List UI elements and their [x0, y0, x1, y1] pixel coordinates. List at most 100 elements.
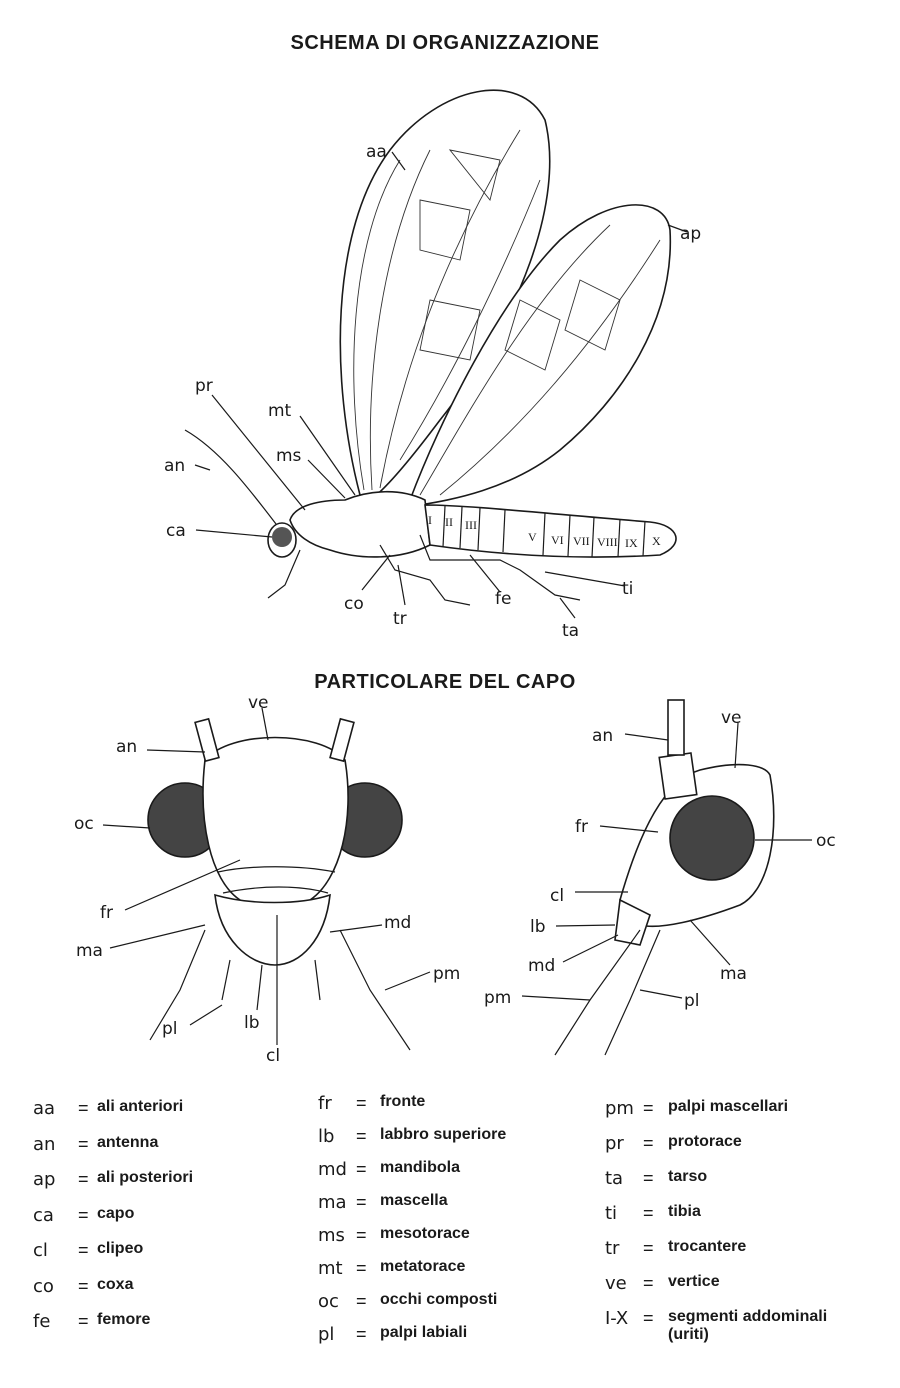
- label-co: co: [344, 594, 364, 614]
- legend-code: ap: [33, 1169, 56, 1190]
- legend-description: mandibola: [380, 1159, 461, 1176]
- legend-equals: =: [356, 1324, 367, 1344]
- insect-illustration: I II III V VI VII VIII IX X: [184, 89, 677, 606]
- legend-description: protorace: [668, 1133, 742, 1150]
- legend-equals: =: [78, 1204, 89, 1225]
- legend-equals: =: [643, 1168, 654, 1188]
- legend-equals: =: [643, 1238, 654, 1258]
- legend-description: palpi mascellari: [668, 1098, 789, 1115]
- legend-code: mt: [318, 1258, 343, 1279]
- legend-code: aa: [33, 1098, 56, 1119]
- legend-equals: =: [643, 1133, 654, 1153]
- compound-eye: [272, 527, 292, 547]
- legend-description: metatorace: [380, 1258, 466, 1275]
- legend-equals: =: [356, 1159, 367, 1179]
- front-label-an: an: [116, 737, 137, 757]
- legend-equals: =: [78, 1275, 89, 1296]
- legend-equals: =: [643, 1098, 654, 1118]
- legend-description: trocantere: [668, 1238, 747, 1255]
- side-label-an: an: [592, 726, 613, 746]
- segment-label: VI: [551, 533, 564, 547]
- label-mt: mt: [268, 401, 292, 421]
- label-tr: tr: [393, 609, 407, 629]
- side-label-fr: fr: [575, 817, 588, 837]
- legend-code: fe: [33, 1311, 51, 1332]
- front-label-pl: pl: [162, 1019, 178, 1039]
- label-ta: ta: [562, 621, 579, 641]
- front-label-ve: ve: [248, 693, 269, 713]
- legend-description: antenna: [97, 1133, 159, 1151]
- hind-wing: [408, 204, 672, 506]
- legend-code: tr: [605, 1238, 620, 1259]
- front-label-ma: ma: [76, 941, 103, 961]
- legend-equals: =: [78, 1311, 89, 1331]
- legend-code: ta: [605, 1168, 624, 1189]
- legend-equals: =: [78, 1240, 89, 1260]
- label-ca: ca: [166, 521, 186, 541]
- side-label-oc: oc: [816, 831, 836, 851]
- legend-description: mesotorace: [380, 1225, 470, 1242]
- legend-code: ma: [318, 1192, 347, 1213]
- thorax: [289, 490, 431, 558]
- legend-description: palpi labiali: [380, 1324, 468, 1341]
- abdomen: [424, 504, 677, 558]
- legend-description: labbro superiore: [380, 1126, 507, 1143]
- legend-equals: =: [356, 1093, 367, 1113]
- label-aa: aa: [366, 142, 387, 162]
- head-front-illustration: [102, 707, 431, 1051]
- segment-label: VII: [573, 534, 590, 548]
- side-label-pm: pm: [484, 988, 511, 1008]
- side-label-md: md: [528, 956, 555, 976]
- legend-code: md: [318, 1159, 347, 1180]
- segment-label: IX: [625, 536, 638, 550]
- segment-label: V: [528, 530, 537, 544]
- label-ti: ti: [622, 579, 633, 599]
- legend-code: cl: [33, 1240, 48, 1261]
- front-label-md: md: [384, 913, 411, 933]
- side-label-pl: pl: [684, 991, 700, 1011]
- legend-equals: =: [356, 1126, 367, 1146]
- label-pr: pr: [195, 376, 213, 396]
- legend-equals: =: [78, 1098, 89, 1118]
- legend-description-continued: (uriti): [668, 1326, 709, 1343]
- leader-lines: [194, 151, 688, 619]
- legend-equals: =: [643, 1308, 654, 1328]
- legend-code: fr: [318, 1093, 332, 1114]
- legend-code: an: [33, 1133, 56, 1155]
- legend-equals: =: [78, 1133, 89, 1154]
- segment-label: I: [428, 513, 432, 527]
- legend-description: segmenti addominali: [668, 1308, 828, 1325]
- side-label-cl: cl: [550, 886, 564, 906]
- legend-description: tarso: [668, 1168, 708, 1185]
- legend-description: tibia: [668, 1203, 701, 1220]
- legend-description: ali anteriori: [97, 1098, 184, 1115]
- label-an: an: [164, 456, 185, 476]
- legend-code: I-X: [605, 1308, 629, 1329]
- fore-wing: [339, 89, 551, 501]
- head-front-labels: ve an oc fr ma md pm pl lb cl: [74, 693, 460, 1066]
- side-label-ve: ve: [721, 708, 742, 728]
- legend-description: clipeo: [97, 1240, 144, 1257]
- segment-label: III: [465, 518, 477, 532]
- head-side-labels: an ve fr oc cl lb md ma pm pl: [484, 708, 836, 1011]
- legend-code: pm: [605, 1098, 634, 1119]
- legend-code: pl: [318, 1324, 335, 1345]
- head-side-illustration: [521, 699, 812, 1056]
- legend-code: pr: [605, 1133, 624, 1154]
- legend-code: ca: [33, 1204, 54, 1226]
- legend-equals: =: [78, 1169, 89, 1189]
- side-label-lb: lb: [530, 917, 546, 937]
- legend-equals: =: [643, 1273, 654, 1293]
- legend-description: coxa: [97, 1275, 134, 1293]
- legend-equals: =: [356, 1192, 367, 1212]
- legend-description: occhi composti: [380, 1291, 498, 1308]
- front-label-fr: fr: [100, 903, 113, 923]
- side-label-ma: ma: [720, 964, 747, 984]
- front-label-pm: pm: [433, 964, 460, 984]
- legend-code: ms: [318, 1225, 345, 1246]
- legend-description: fronte: [380, 1093, 426, 1110]
- legend-code: ti: [605, 1203, 618, 1224]
- legend-description: vertice: [668, 1273, 720, 1290]
- head-detail-title: PARTICOLARE DEL CAPO: [314, 671, 576, 693]
